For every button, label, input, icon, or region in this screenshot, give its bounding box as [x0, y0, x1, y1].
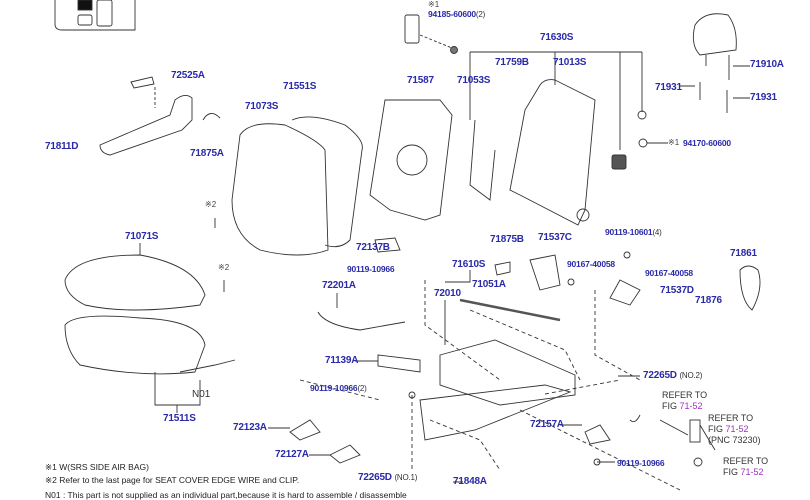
part-71013S[interactable]: 71013S — [553, 57, 587, 68]
part-72123A[interactable]: 72123A — [233, 422, 267, 433]
fig-number: 71-52 — [740, 467, 764, 477]
part-72010[interactable]: 72010 — [434, 288, 461, 299]
part-90119-10601[interactable]: 90119-10601(4) — [605, 227, 662, 237]
part-71630S[interactable]: 71630S — [540, 32, 574, 43]
note-mark-2: ※2 — [218, 263, 230, 272]
part-94185-60600[interactable]: 94185-60600(2) — [428, 9, 485, 19]
part-71876[interactable]: 71876 — [695, 295, 722, 306]
refer-text: REFER TO — [723, 456, 769, 466]
clip-71875A — [202, 113, 221, 121]
refer-text: REFER TO — [708, 413, 754, 423]
seat-frame-72010 — [439, 339, 576, 406]
fig-text: FIG — [708, 424, 723, 434]
part-94170-60600[interactable]: 94170-60600 — [683, 138, 731, 148]
seatback-board-71587 — [369, 99, 453, 221]
part-71759B[interactable]: 71759B — [495, 57, 529, 68]
seat-cushion-pad — [64, 315, 206, 375]
part-note: (NO.2) — [679, 371, 703, 380]
note-mark-2: ※2 — [205, 200, 217, 209]
part-71537C[interactable]: 71537C — [538, 232, 572, 243]
part-number: 72265D — [358, 472, 392, 483]
part-number: 90119-10601 — [605, 227, 653, 237]
spring-71051A — [459, 298, 561, 322]
quantity: (2) — [357, 384, 367, 393]
quantity: (2) — [475, 10, 486, 19]
armrest-cover — [99, 95, 193, 156]
part-71931-b[interactable]: 71931 — [750, 92, 777, 103]
airbag-module — [404, 14, 420, 44]
part-71910A[interactable]: 71910A — [750, 59, 784, 70]
cover-72157A — [584, 424, 611, 445]
part-72137B[interactable]: 72137B — [356, 242, 390, 253]
part-72265D-no2[interactable]: 72265D (NO.2) — [643, 370, 702, 381]
part-71053S[interactable]: 71053S — [457, 75, 491, 86]
refer-text: REFER TO — [662, 390, 708, 400]
pnc-text: (PNC 73230) — [708, 435, 761, 445]
seat-locator-icon — [54, 0, 136, 31]
part-72201A[interactable]: 72201A — [322, 280, 356, 291]
part-71811D[interactable]: 71811D — [45, 141, 79, 152]
knob-72525A — [130, 76, 155, 89]
bracket-71537C — [529, 254, 561, 291]
part-71875A[interactable]: 71875A — [190, 148, 224, 159]
seatback-frame-71013S — [509, 79, 596, 226]
cover-72127A — [329, 444, 361, 464]
part-71139A[interactable]: 71139A — [325, 355, 359, 366]
headrest-71910A — [692, 13, 737, 56]
part-90167-40058-b[interactable]: 90167-40058 — [645, 268, 693, 278]
fig-number: 71-52 — [725, 424, 749, 434]
fig-number: 71-52 — [679, 401, 703, 411]
fig-text: FIG — [723, 467, 738, 477]
bracket-71537D — [609, 279, 641, 306]
part-90119-10966[interactable]: 90119-10966 — [347, 264, 395, 274]
seat-belt-buckle — [689, 419, 701, 443]
knob-71861 — [739, 265, 761, 311]
part-note: (NO.1) — [394, 473, 418, 482]
part-71537D[interactable]: 71537D — [660, 285, 694, 296]
seatback-pad-71551S — [291, 116, 363, 248]
part-72525A[interactable]: 72525A — [171, 70, 205, 81]
part-71848A[interactable]: 71848A — [453, 476, 487, 487]
part-90119-10966-2[interactable]: 90119-10966(2) — [310, 383, 367, 393]
seat-cushion-cover-71071S — [64, 254, 206, 311]
quantity: (4) — [652, 228, 662, 237]
part-71551S[interactable]: 71551S — [283, 81, 317, 92]
part-71875B[interactable]: 71875B — [490, 234, 524, 245]
part-number: 90119-10966 — [310, 383, 358, 393]
part-71071S[interactable]: 71071S — [125, 231, 159, 242]
part-N01: N01 — [192, 389, 211, 400]
note-mark-1: ※1 — [668, 138, 680, 147]
part-90167-40058-a[interactable]: 90167-40058 — [567, 259, 615, 269]
part-71931-a[interactable]: 71931 — [655, 82, 682, 93]
part-number: 94185-60600 — [428, 9, 476, 19]
part-71861[interactable]: 71861 — [730, 248, 757, 259]
part-71511S[interactable]: 71511S — [163, 413, 196, 424]
footnote-n01: N01 : This part is not supplied as an in… — [45, 490, 407, 500]
part-71051A[interactable]: 71051A — [472, 279, 506, 290]
lumbar-71053S — [469, 119, 496, 201]
part-71610S[interactable]: 71610S — [452, 259, 486, 270]
part-72157A[interactable]: 72157A — [530, 419, 564, 430]
part-number: 72265D — [643, 370, 677, 381]
bracket-71139A — [377, 354, 421, 373]
note-mark-1: ※1 — [428, 0, 440, 9]
part-71587[interactable]: 71587 — [407, 75, 434, 86]
footnote-1: ※1 W(SRS SIDE AIR BAG) — [45, 462, 149, 472]
part-72265D-no1[interactable]: 72265D (NO.1) — [358, 472, 417, 483]
part-90119-10966-c[interactable]: 90119-10966 — [617, 458, 665, 468]
part-72127A[interactable]: 72127A — [275, 449, 309, 460]
cover-72123A — [289, 419, 321, 441]
clip-72137B — [374, 237, 401, 253]
part-71073S[interactable]: 71073S — [245, 101, 279, 112]
fig-text: FIG — [662, 401, 677, 411]
edge-wire-72201A — [317, 311, 406, 331]
footnote-2: ※2 Refer to the last page for SEAT COVER… — [45, 475, 300, 485]
seatback-cover-71073S — [231, 123, 329, 256]
cap-71875B — [494, 261, 511, 276]
